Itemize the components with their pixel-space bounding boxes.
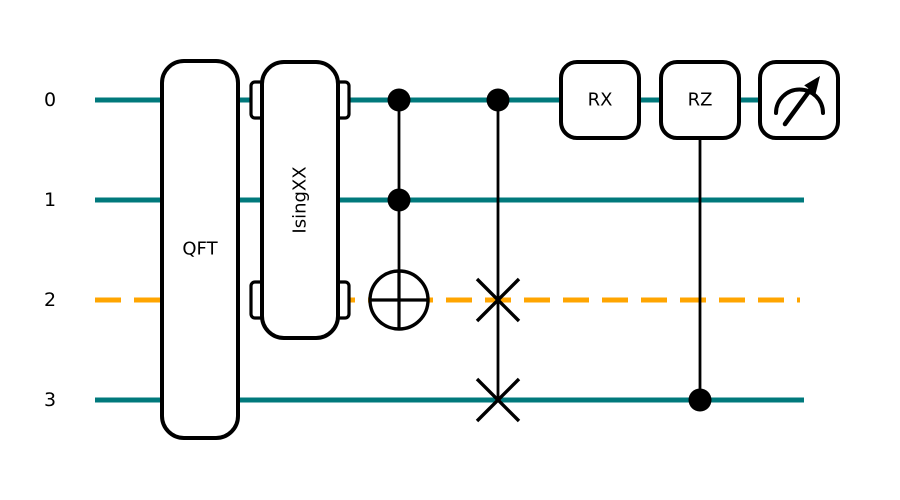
gate-cswap bbox=[475, 88, 521, 423]
measurement-box bbox=[758, 60, 840, 140]
wire-2-label: 2 bbox=[44, 289, 56, 311]
swap-cross-wire2-icon bbox=[475, 277, 521, 323]
wire-0-label: 0 bbox=[44, 89, 56, 111]
rx-gate-label: RX bbox=[588, 90, 613, 111]
isingxx-gate-label: IsingXX bbox=[290, 166, 311, 233]
measurement-gauge-icon bbox=[774, 76, 825, 127]
wire-labels: 0 1 2 3 bbox=[44, 89, 56, 411]
qft-gate-label: QFT bbox=[182, 239, 218, 260]
control-dot-wire1 bbox=[387, 188, 411, 212]
gate-isingxx: IsingXX bbox=[249, 60, 351, 340]
gate-toffoli bbox=[368, 88, 430, 331]
swap-cross-wire3-icon bbox=[475, 377, 521, 423]
crz-control-dot-wire3 bbox=[688, 388, 712, 412]
measurement-gate-box bbox=[758, 60, 840, 140]
gate-rx: RX bbox=[559, 60, 641, 140]
rz-gate-label: RZ bbox=[688, 90, 713, 111]
rx-gate-box bbox=[559, 60, 641, 140]
wire-3-label: 3 bbox=[44, 389, 56, 411]
gate-qft: QFT bbox=[160, 59, 240, 440]
qft-gate-box bbox=[160, 59, 240, 440]
isingxx-gate-box bbox=[260, 60, 340, 340]
control-dot-wire0 bbox=[387, 88, 411, 112]
wire-1-label: 1 bbox=[44, 189, 56, 211]
gate-crz: RZ bbox=[659, 60, 741, 412]
cswap-control-dot bbox=[486, 88, 510, 112]
